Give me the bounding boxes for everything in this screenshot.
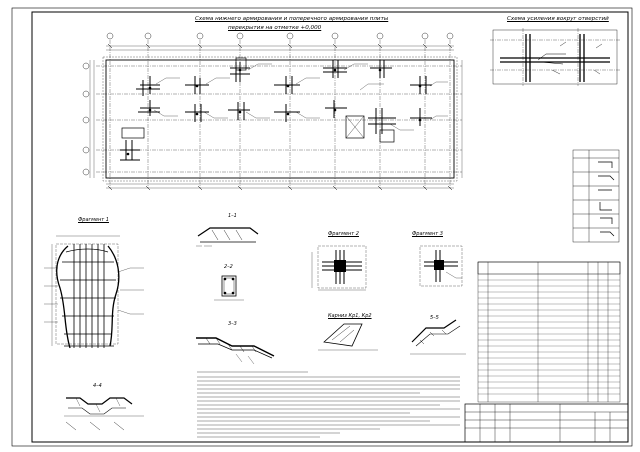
main-plan-subtitle: перекрытия на отметке +0,000 — [228, 25, 322, 31]
section-5-5-drawing — [410, 319, 466, 355]
opening-reinforcement-scheme — [490, 28, 620, 86]
main-plan — [82, 32, 463, 191]
fragment-2-title: Фрагмент 2 — [328, 231, 359, 237]
general-notes-lines — [197, 371, 460, 438]
opening-scheme-title: Схема усиления вокруг отверстий — [507, 16, 609, 22]
section-1-1-title: 1–1 — [228, 213, 237, 219]
fragment-2-drawing — [311, 245, 367, 291]
cornice-drawing — [318, 323, 378, 351]
bar-shapes-table — [572, 149, 620, 243]
fragment-3-title: Фрагмент 3 — [412, 231, 443, 237]
fragment-1-drawing — [44, 235, 144, 349]
fragment-3-drawing — [419, 245, 463, 287]
main-plan-title: Схема нижнего армирования и поперечного … — [195, 16, 389, 22]
sheet-inner-border — [31, 11, 629, 443]
section-2-2-drawing — [214, 275, 244, 301]
title-block — [464, 403, 629, 443]
section-4-4-drawing — [64, 397, 144, 431]
section-3-3-title: 3–3 — [228, 321, 237, 327]
section-2-2-title: 2–2 — [224, 264, 233, 270]
section-3-3-drawing — [196, 337, 275, 365]
cornice-title: Карниз Кр1, Кр2 — [328, 313, 372, 319]
section-5-5-title: 5–5 — [430, 315, 439, 321]
section-1-1-drawing — [196, 227, 259, 247]
sheet-outer-border — [11, 7, 633, 447]
fragment-1-title: Фрагмент 1 — [78, 217, 109, 223]
specification-table — [477, 261, 621, 403]
section-4-4-title: 4–4 — [93, 383, 102, 389]
